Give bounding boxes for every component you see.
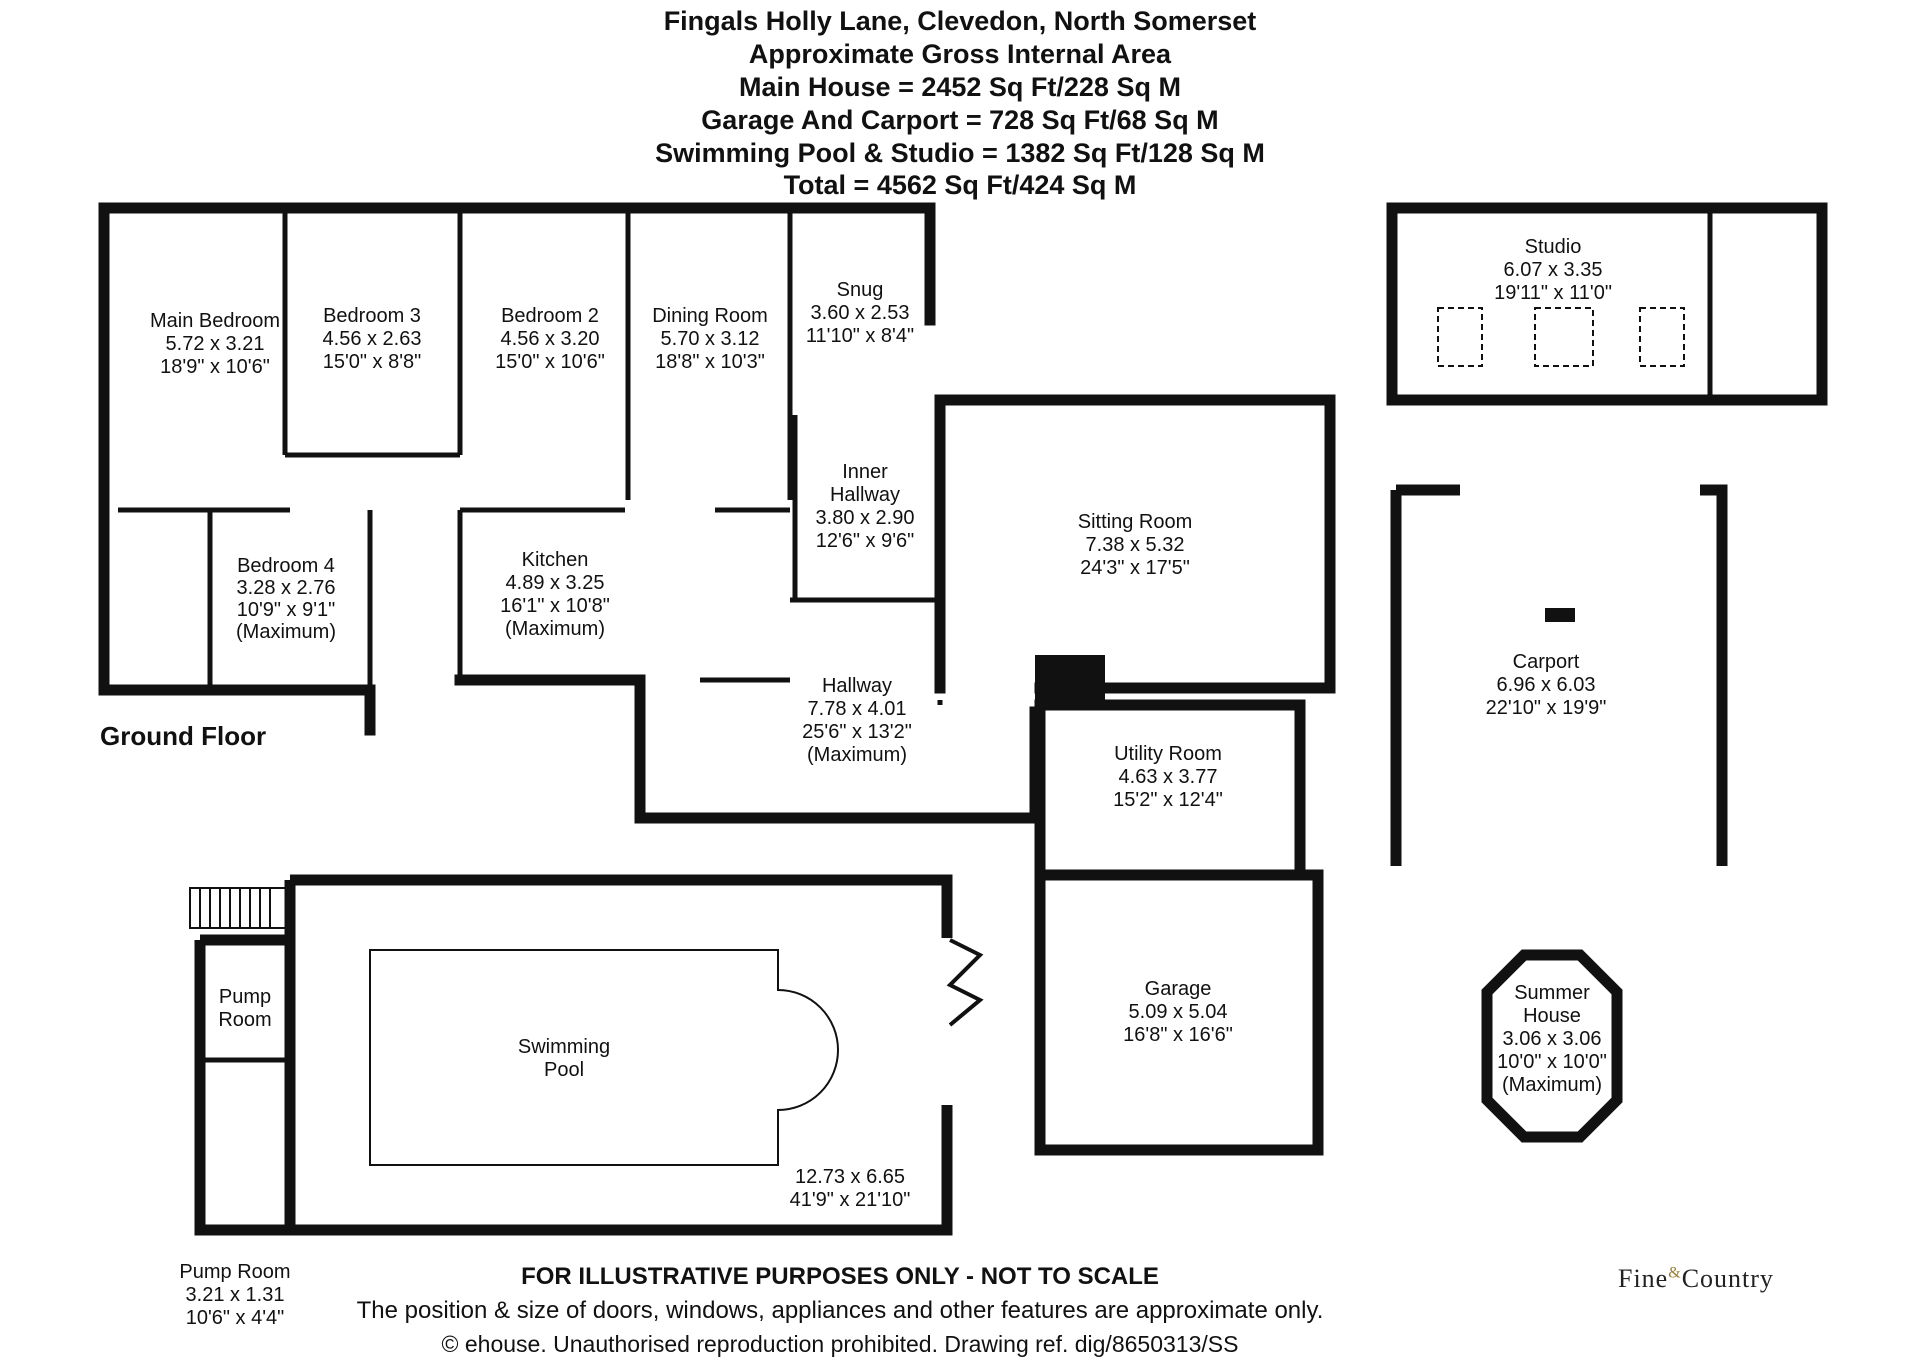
studio-fixtures (1437, 307, 1685, 367)
disclaimer-text: The position & size of doors, windows, a… (356, 1297, 1324, 1324)
hallway-name: Hallway (822, 675, 892, 697)
area-heading: Approximate Gross Internal Area (748, 39, 1172, 69)
sitting-room-metric: 7.38 x 5.32 (1086, 534, 1185, 556)
kitchen-name: Kitchen (522, 549, 589, 571)
carport-imperial: 22'10" x 19'9" (1486, 697, 1607, 719)
carport-posts (1390, 484, 1728, 866)
bedroom3-metric: 4.56 x 2.63 (323, 328, 422, 350)
pool-steps (189, 887, 291, 929)
area-total: Total = 4562 Sq Ft/424 Sq M (783, 170, 1137, 200)
chimney (1035, 655, 1105, 705)
area-garage-carport: Garage And Carport = 728 Sq Ft/68 Sq M (701, 105, 1219, 135)
main-bedroom-imperial: 18'9" x 10'6" (160, 356, 270, 378)
floor-label: Ground Floor (100, 721, 266, 751)
studio-imperial: 19'11" x 11'0" (1494, 282, 1612, 304)
internal-walls (118, 210, 943, 705)
pump-room-upper-name-2: Room (218, 1009, 271, 1031)
summer-house-metric: 3.06 x 3.06 (1503, 1028, 1602, 1050)
summer-house-imperial: 10'0" x 10'0" (1497, 1051, 1607, 1073)
garage-name: Garage (1145, 978, 1212, 1000)
bedroom4-name: Bedroom 4 (237, 555, 335, 577)
logo-amp: & (1668, 1264, 1682, 1282)
studio-name: Studio (1525, 236, 1582, 258)
swimming-pool-name-2: Pool (544, 1059, 584, 1081)
utility-room-imperial: 15'2" x 12'4" (1113, 789, 1223, 811)
pump-room-lower-imperial: 10'6" x 4'4" (186, 1307, 285, 1329)
pool-outline (369, 949, 839, 1166)
inner-hallway-name-2: Hallway (830, 484, 900, 506)
studio-walls (1386, 202, 1828, 406)
pump-room-upper-name-1: Pump (219, 986, 271, 1008)
carport-metric: 6.96 x 6.03 (1497, 674, 1596, 696)
sitting-room-name: Sitting Room (1078, 511, 1193, 533)
bedroom4-metric: 3.28 x 2.76 (237, 577, 336, 599)
summer-house-note: (Maximum) (1502, 1074, 1602, 1096)
bifold-door-icon (946, 938, 984, 1027)
bedroom4-imperial: 10'9" x 9'1" (237, 599, 336, 621)
bedroom2-name: Bedroom 2 (501, 305, 599, 327)
bedroom4-note: (Maximum) (236, 621, 336, 643)
plan-title: Fingals Holly Lane, Clevedon, North Some… (663, 6, 1257, 36)
swimming-pool-imperial: 41'9" x 21'10" (790, 1189, 911, 1211)
logo-right: Country (1681, 1264, 1774, 1293)
carport-post-center (1545, 608, 1575, 622)
hallway-imperial: 25'6" x 13'2" (802, 721, 912, 743)
snug-imperial: 11'10" x 8'4" (806, 325, 914, 347)
dining-room-imperial: 18'8" x 10'3" (655, 351, 765, 373)
garage-imperial: 16'8" x 16'6" (1123, 1024, 1233, 1046)
bedroom2-metric: 4.56 x 3.20 (501, 328, 600, 350)
room-labels: Main Bedroom 5.72 x 3.21 18'9" x 10'6" B… (150, 236, 1612, 1329)
pump-room-lower-name: Pump Room (179, 1261, 290, 1283)
area-pool-studio: Swimming Pool & Studio = 1382 Sq Ft/128 … (655, 138, 1265, 168)
area-main-house: Main House = 2452 Sq Ft/228 Sq M (739, 72, 1181, 102)
main-bedroom-name: Main Bedroom (150, 310, 280, 332)
main-bedroom-metric: 5.72 x 3.21 (166, 333, 265, 355)
pool-house-walls (194, 874, 953, 1236)
logo-left: Fine (1618, 1264, 1669, 1293)
kitchen-note: (Maximum) (505, 618, 605, 640)
bedroom2-imperial: 15'0" x 10'6" (495, 351, 605, 373)
hallway-note: (Maximum) (807, 744, 907, 766)
summer-house-name-1: Summer (1514, 982, 1590, 1004)
kitchen-metric: 4.89 x 3.25 (506, 572, 605, 594)
studio-metric: 6.07 x 3.35 (1504, 259, 1603, 281)
dining-room-name: Dining Room (652, 305, 768, 327)
snug-metric: 3.60 x 2.53 (811, 302, 910, 324)
hallway-metric: 7.78 x 4.01 (808, 698, 907, 720)
sitting-room-imperial: 24'3" x 17'5" (1080, 557, 1190, 579)
utility-room-name: Utility Room (1114, 743, 1222, 765)
summer-house-name-2: House (1523, 1005, 1581, 1027)
swimming-pool-name-1: Swimming (518, 1036, 610, 1058)
disclaimer-heading: FOR ILLUSTRATIVE PURPOSES ONLY - NOT TO … (521, 1263, 1159, 1290)
carport-name: Carport (1513, 651, 1580, 673)
main-house-walls (98, 202, 1336, 1156)
kitchen-imperial: 16'1" x 10'8" (500, 595, 610, 617)
inner-hallway-name-1: Inner (842, 461, 888, 483)
fine-country-logo: Fine&Country (1618, 1264, 1774, 1294)
snug-name: Snug (837, 279, 884, 301)
inner-hallway-imperial: 12'6" x 9'6" (816, 530, 915, 552)
summer-house-walls (1481, 949, 1623, 1143)
bedroom3-imperial: 15'0" x 8'8" (323, 351, 422, 373)
pump-room-lower-metric: 3.21 x 1.31 (186, 1284, 285, 1306)
inner-hallway-metric: 3.80 x 2.90 (816, 507, 915, 529)
bedroom3-name: Bedroom 3 (323, 305, 421, 327)
garage-metric: 5.09 x 5.04 (1129, 1001, 1228, 1023)
dining-room-metric: 5.70 x 3.12 (661, 328, 760, 350)
copyright-text: © ehouse. Unauthorised reproduction proh… (441, 1331, 1239, 1357)
utility-room-metric: 4.63 x 3.77 (1119, 766, 1218, 788)
swimming-pool-metric: 12.73 x 6.65 (795, 1166, 905, 1188)
